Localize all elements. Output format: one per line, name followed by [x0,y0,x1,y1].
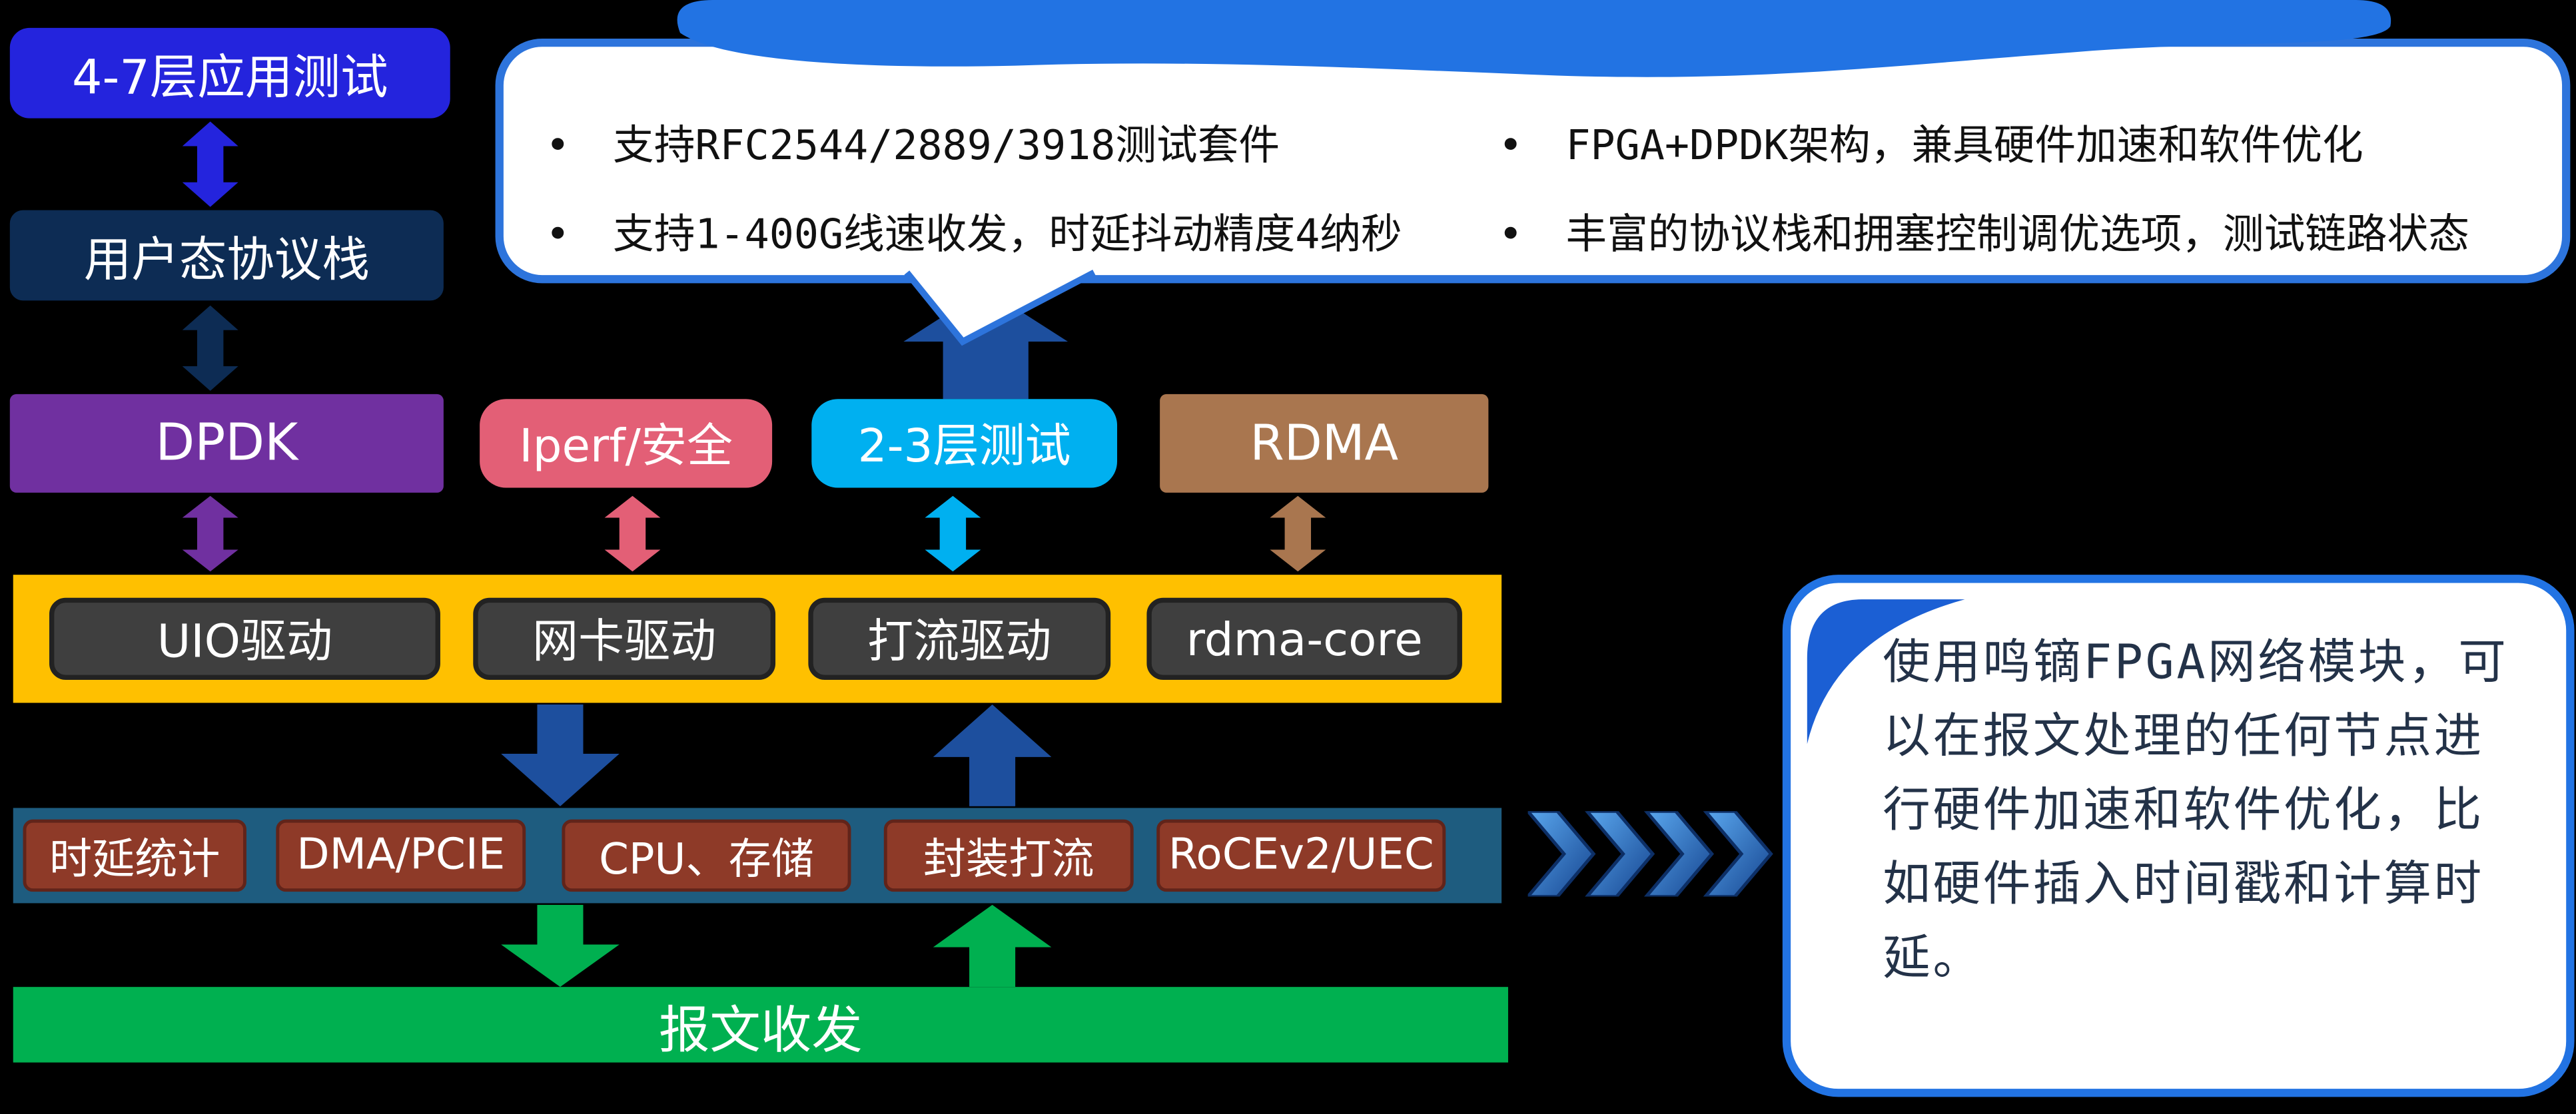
driver-box-rdma-core: rdma-core [1146,597,1462,681]
top-callout-tail-outline [904,270,1096,346]
up-arrow-icon [933,904,1052,987]
callout-bullet: FPGA+DPDK架构，兼具硬件加速和软件优化 [1498,121,2363,170]
up-arrow-icon [933,704,1052,806]
callout-bullet: 支持1-400G线速收发，时延抖动精度4纳秒 [546,210,1402,260]
hw-box-rocev2-uec: RoCEv2/UEC [1156,819,1446,892]
chevron-right-icons [1527,811,1773,897]
top-callout-banner [677,0,2391,77]
double-arrow-icon [182,495,238,572]
right-callout-text: 使用鸣镝FPGA网络模块，可以在报文处理的任何节点进行硬件加速和软件优化，比如硬… [1883,633,2509,985]
down-arrow-icon [501,704,620,806]
packet-rx-tx-bar: 报文收发 [13,987,1508,1063]
chevron-right-icon [1527,811,1596,897]
double-arrow-icon [925,495,981,572]
double-arrow-icon [182,121,238,207]
box-app-test: 4-7层应用测试 [9,27,450,119]
callout-bullet: 丰富的协议栈和拥塞控制调优选项，测试链路状态 [1498,210,2469,260]
hw-box-cpu-mem: CPU、存储 [562,819,851,892]
box-rdma: RDMA [1160,394,1489,493]
callout-corner-accent [1807,599,1965,744]
box-user-stack: 用户态协议栈 [9,210,444,301]
crescent-accent [1807,599,1965,744]
double-arrow-icon [1270,495,1326,572]
chevron-right-icon [1643,811,1715,897]
top-callout-bubble [495,0,2571,400]
right-callout-bubble: 使用鸣镝FPGA网络模块，可以在报文处理的任何节点进行硬件加速和软件优化，比如硬… [1782,575,2575,1097]
driver-box-uio: UIO驱动 [49,597,440,681]
driver-box-stream: 打流驱动 [808,597,1111,681]
box-l2-l3-test: 2-3层测试 [811,399,1118,488]
box-dpdk: DPDK [9,394,444,493]
hw-box-latency-stats: 时延统计 [23,819,246,892]
down-arrow-icon [501,904,620,987]
callout-bullet: 支持RFC2544/2889/3918测试套件 [546,121,1280,170]
double-arrow-icon [182,305,238,391]
hw-box-dma-pcie: DMA/PCIE [276,819,526,892]
top-callout-tail [907,272,1094,342]
chevron-right-icon [1703,811,1773,897]
hw-box-encap-stream: 封装打流 [883,819,1134,892]
driver-box-nic: 网卡驱动 [473,597,776,681]
chevron-right-icon [1585,811,1655,897]
box-iperf-security: Iperf/安全 [480,399,773,488]
double-arrow-icon [604,495,661,572]
